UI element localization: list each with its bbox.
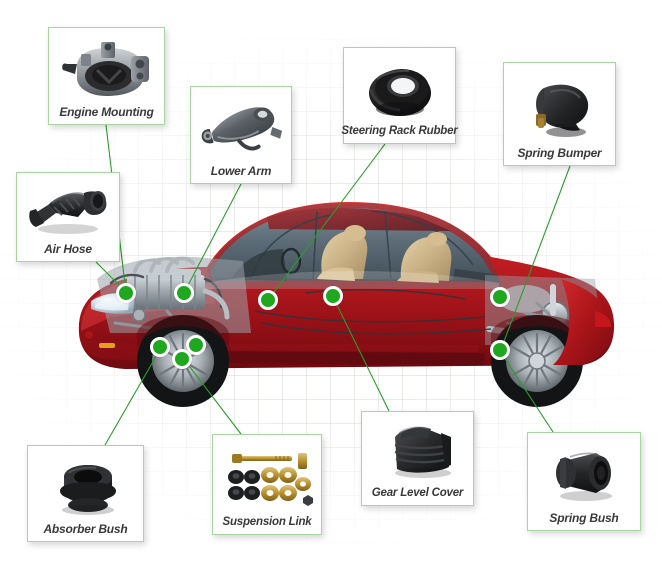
part-card-label: Steering Rack Rubber (341, 125, 458, 137)
part-card-label: Air Hose (44, 242, 92, 256)
part-card-spring-bumper[interactable]: Spring Bumper (503, 62, 616, 166)
part-card-lower-arm[interactable]: Lower Arm (190, 86, 292, 184)
part-card-label: Spring Bumper (517, 146, 602, 160)
part-marker-gear-level-cover[interactable] (323, 286, 343, 306)
lower-arm-control-arm-photo (196, 93, 286, 162)
steering-rack-rubber-boot-photo (349, 54, 450, 122)
part-marker-absorber-bush[interactable] (150, 337, 170, 357)
part-card-steering-rack-rubber[interactable]: Steering Rack Rubber (341, 47, 458, 144)
air-intake-hose-photo (22, 179, 114, 240)
part-card-label: Lower Arm (210, 164, 272, 178)
part-card-absorber-bush[interactable]: Absorber Bush (27, 445, 144, 542)
spring-bush-sleeve-photo (533, 439, 635, 509)
part-marker-steering-rack-rubber[interactable] (258, 290, 278, 310)
engine-mounting-part-photo (54, 34, 159, 103)
gear-lever-rubber-boot-photo (367, 418, 468, 484)
part-card-label: Suspension Link (222, 516, 312, 528)
part-marker-spring-bush[interactable] (490, 340, 510, 360)
part-card-label: Spring Bush (549, 511, 619, 525)
spring-bumper-rubber-stop-photo (509, 69, 610, 144)
part-card-engine-mounting[interactable]: Engine Mounting (48, 27, 165, 125)
part-marker-engine-mounting[interactable] (116, 283, 136, 303)
part-card-gear-level-cover[interactable]: Gear Level Cover (361, 411, 474, 506)
suspension-link-kit-photo (218, 441, 316, 513)
part-card-label: Gear Level Cover (371, 487, 464, 499)
part-card-suspension-link[interactable]: Suspension Link (212, 434, 322, 535)
part-marker-suspension-link[interactable] (172, 349, 192, 369)
shock-absorber-bush-photo (33, 452, 138, 520)
part-card-label: Engine Mounting (59, 105, 154, 119)
part-card-air-hose[interactable]: Air Hose (16, 172, 120, 262)
part-marker-spring-bumper[interactable] (490, 287, 510, 307)
part-card-spring-bush[interactable]: Spring Bush (527, 432, 641, 531)
part-marker-absorber-bush-2[interactable] (186, 335, 206, 355)
part-card-label: Absorber Bush (43, 522, 128, 536)
part-marker-lower-arm[interactable] (174, 283, 194, 303)
